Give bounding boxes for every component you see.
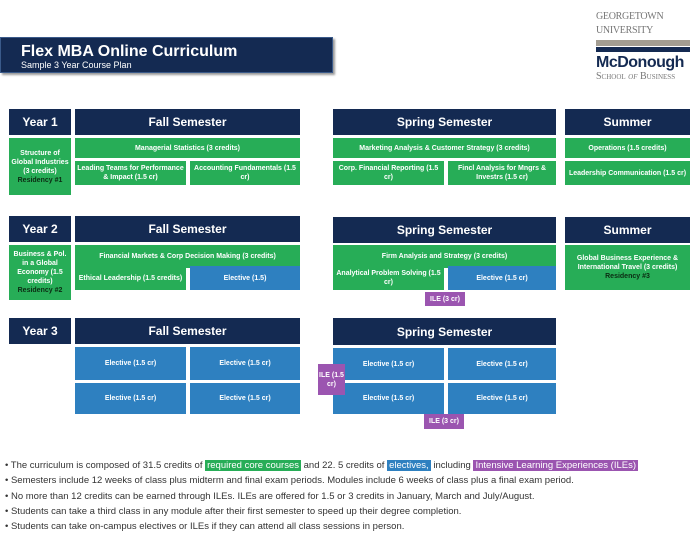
course-ethical-leadership: Ethical Leadership (1.5 credits)	[75, 266, 186, 290]
year1-label: Year 1	[9, 109, 71, 135]
year2-label: Year 2	[9, 216, 71, 242]
core-highlight: required core courses	[205, 460, 301, 471]
year2-summer-header: Summer	[565, 217, 690, 243]
course-operations: Operations (1.5 credits)	[565, 138, 690, 158]
page-subtitle: Sample 3 Year Course Plan	[21, 60, 132, 70]
elective-box: Elective (1.5 cr)	[333, 383, 444, 414]
georgetown-logo: Georgetown University McDonough School o…	[596, 8, 696, 82]
year2-fall-header: Fall Semester	[75, 216, 300, 242]
year1-spring-header: Spring Semester	[333, 109, 556, 135]
year3-fall-header: Fall Semester	[75, 318, 300, 344]
course-financial-markets: Financial Markets & Corp Decision Making…	[75, 245, 300, 268]
course-fincl-analysis: Fincl Analysis for Mngrs & Investrs (1.5…	[448, 161, 556, 185]
year3-label: Year 3	[9, 318, 71, 344]
notes-list: • The curriculum is composed of 31.5 cre…	[5, 458, 695, 534]
course-marketing-analysis: Marketing Analysis & Customer Strategy (…	[333, 138, 556, 158]
elective-box: Elective (1.5 cr)	[333, 348, 444, 380]
elective-box: Elective (1.5 cr)	[190, 347, 300, 380]
logo-bar	[596, 47, 690, 52]
note-item: • No more than 12 credits can be earned …	[5, 490, 535, 502]
course-accounting-fundamentals: Accounting Fundamentals (1.5 cr)	[190, 161, 300, 185]
year1-fall-header: Fall Semester	[75, 109, 300, 135]
elective-box: Elective (1.5 cr)	[448, 348, 556, 380]
course-leadership-communication: Leadership Communication (1.5 cr)	[565, 161, 690, 185]
note-item: • Semesters include 12 weeks of class pl…	[5, 475, 574, 487]
course-structure-global-industries: Structure of Global Industries (3 credit…	[9, 138, 71, 195]
year2-spring-header: Spring Semester	[333, 217, 556, 243]
logo-bar	[596, 40, 690, 46]
ile-box: ILE (3 cr)	[424, 414, 464, 429]
elective-box: Elective (1.5 cr)	[75, 347, 186, 380]
elective-box: Elective (1.5)	[190, 266, 300, 290]
logo-text: School of Business	[596, 71, 676, 82]
ile-box: ILE (1.5 cr)	[318, 364, 345, 395]
course-corp-financial-reporting: Corp. Financial Reporting (1.5 cr)	[333, 161, 444, 185]
course-business-pol-global-economy: Business & Pol. in a Global Economy (1.5…	[9, 245, 71, 300]
elective-box: Elective (1.5 cr)	[75, 383, 186, 414]
ile-highlight: Intensive Learning Experiences (ILEs)	[473, 460, 639, 471]
elective-box: Elective (1.5 cr)	[190, 383, 300, 414]
elective-highlight: electives,	[387, 460, 431, 471]
title-banner: Flex MBA Online Curriculum Sample 3 Year…	[0, 37, 333, 73]
course-analytical-problem-solving: Analytical Problem Solving (1.5 cr)	[333, 266, 444, 290]
year3-spring-header: Spring Semester	[333, 318, 556, 345]
page-title: Flex MBA Online Curriculum	[21, 43, 238, 60]
elective-box: Elective (1.5 cr)	[448, 266, 556, 290]
note-item: • Students can take on-campus electives …	[5, 521, 405, 533]
course-firm-analysis: Firm Analysis and Strategy (3 credits)	[333, 245, 556, 268]
ile-box: ILE (3 cr)	[425, 292, 465, 306]
course-leading-teams: Leading Teams for Performance & Impact (…	[75, 161, 186, 185]
logo-text: University	[596, 22, 653, 37]
note-item: • The curriculum is composed of 31.5 cre…	[5, 460, 639, 471]
logo-text: Georgetown	[596, 8, 664, 23]
year1-summer-header: Summer	[565, 109, 690, 135]
logo-text: McDonough	[596, 54, 684, 71]
note-item: • Students can take a third class in any…	[5, 505, 462, 517]
course-global-business-experience: Global Business Experience & Internation…	[565, 245, 690, 290]
elective-box: Elective (1.5 cr)	[448, 383, 556, 414]
course-managerial-statistics: Managerial Statistics (3 credits)	[75, 138, 300, 158]
